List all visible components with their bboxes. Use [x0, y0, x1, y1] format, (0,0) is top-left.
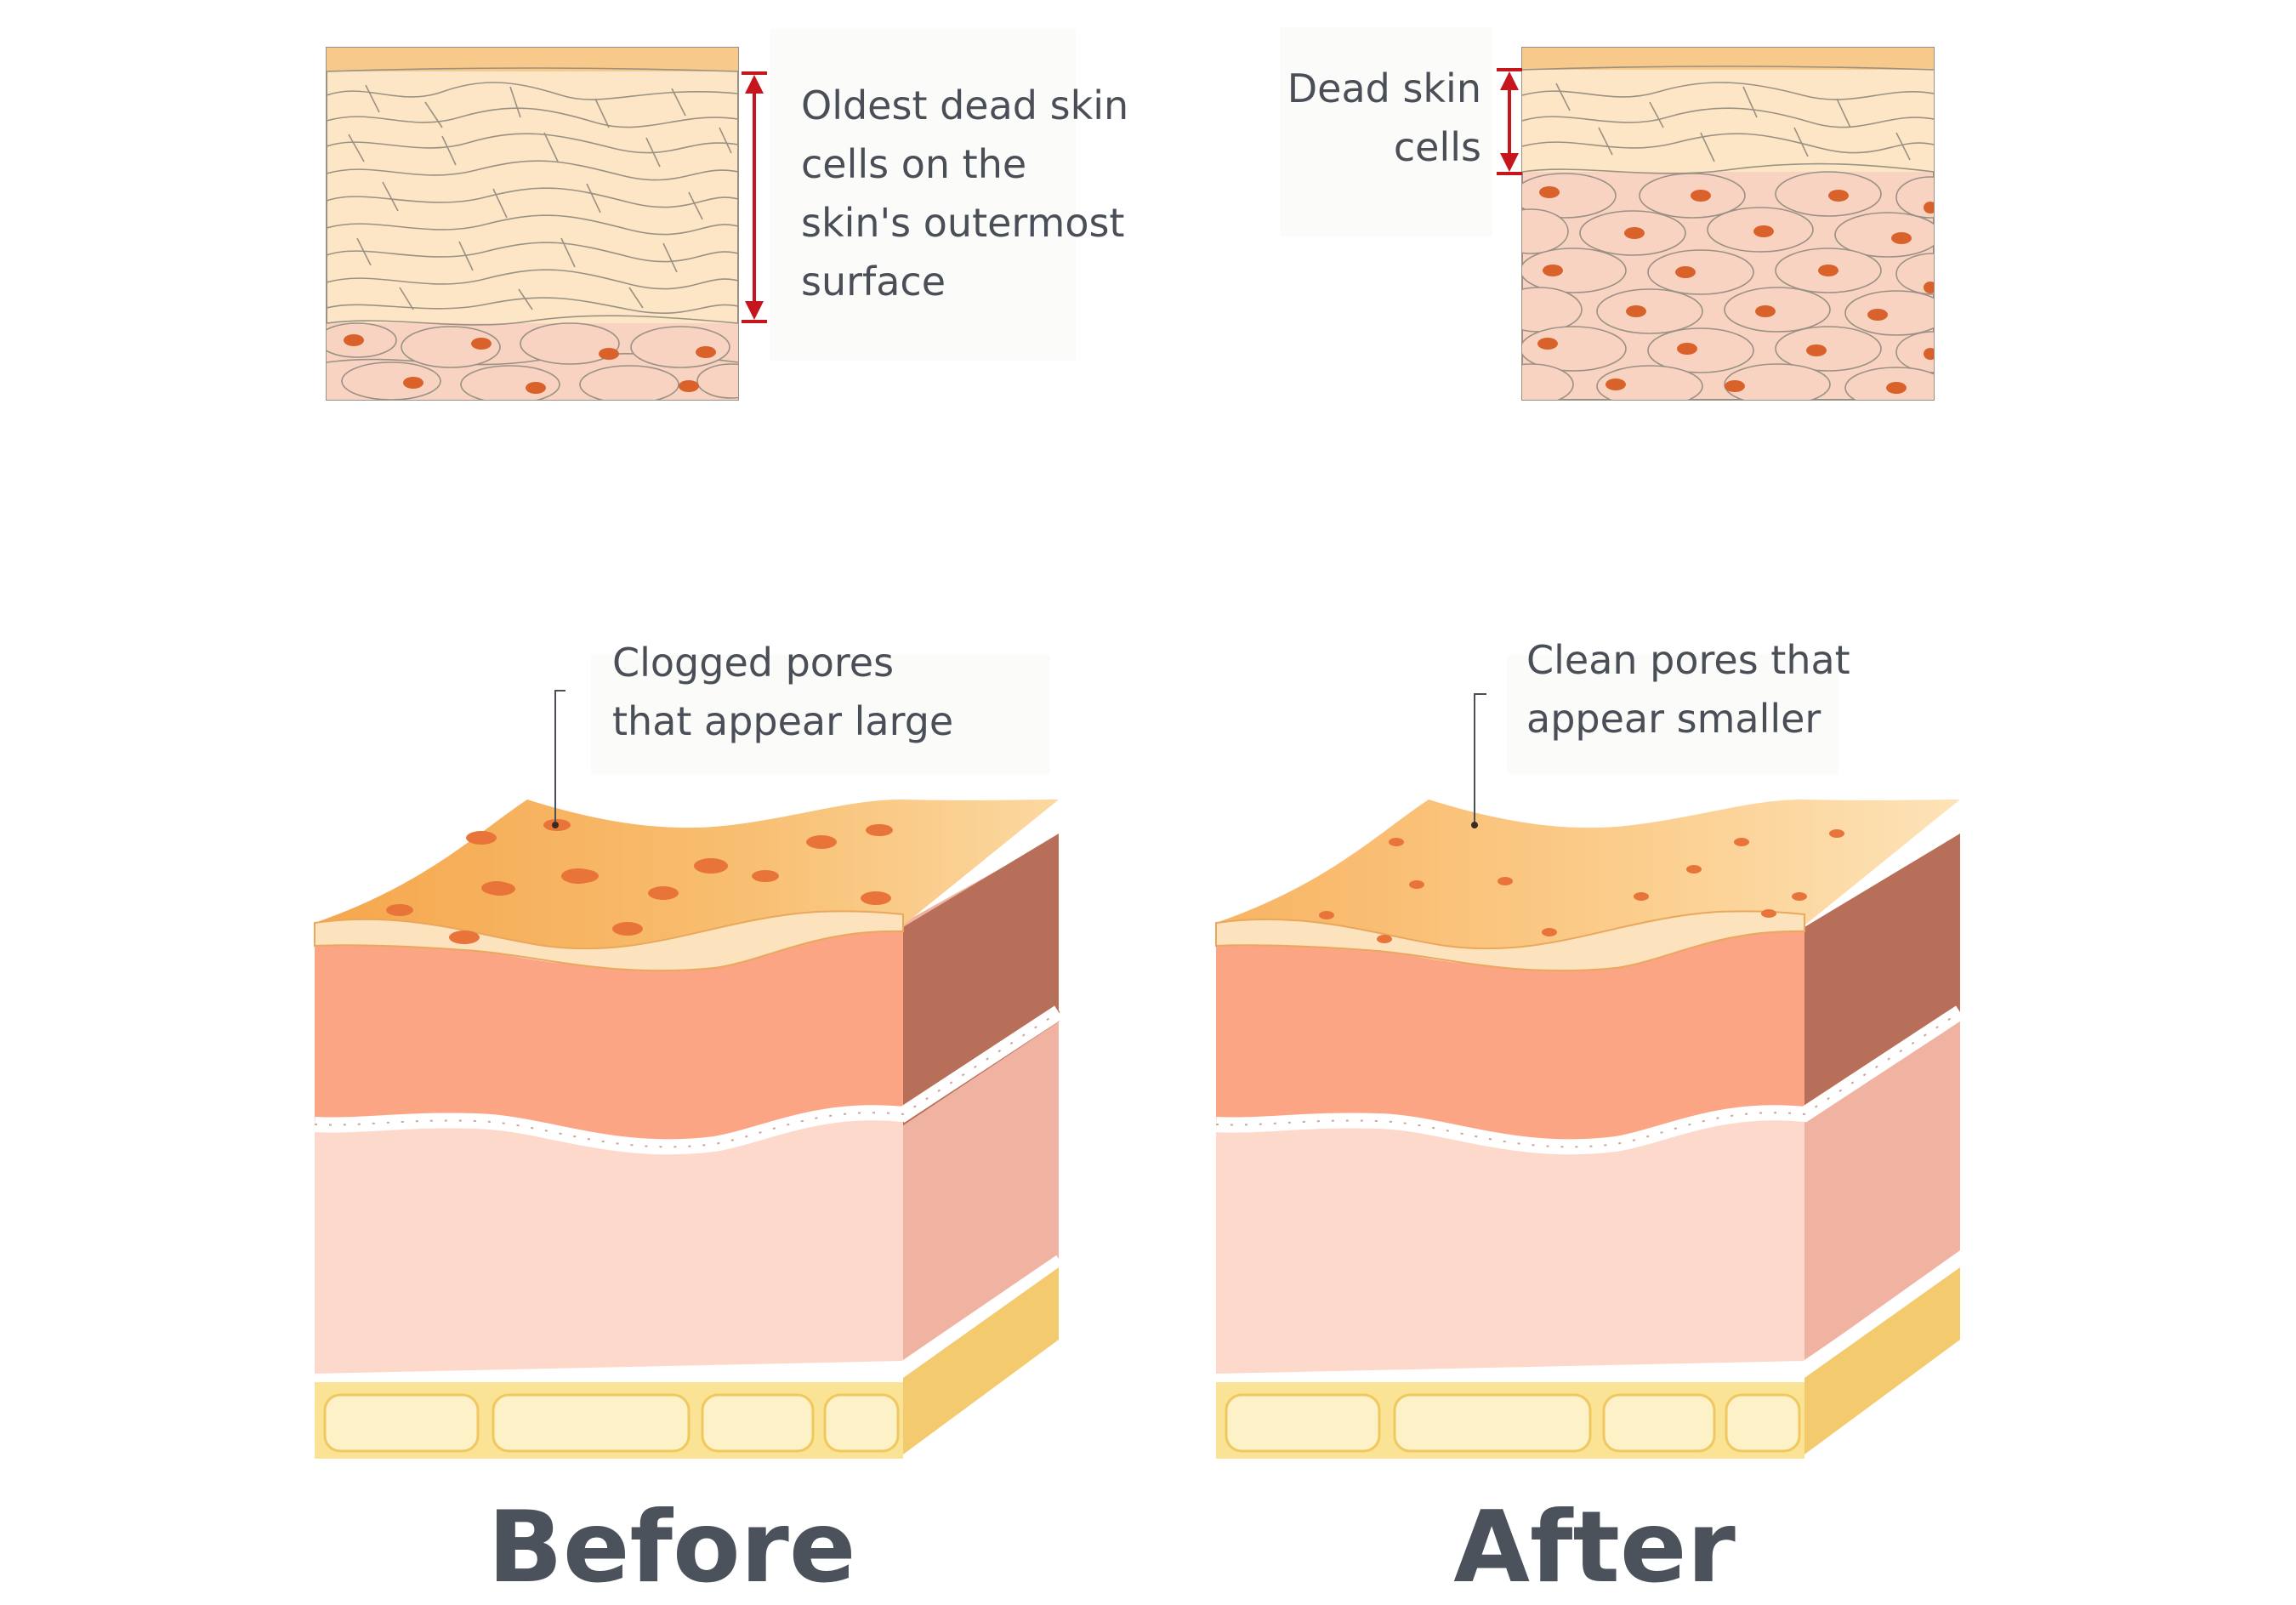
- label-box-clean: [1507, 655, 1839, 774]
- skin-block-after: [1215, 800, 1964, 1459]
- dead-cell-panel-after: [1521, 47, 1935, 401]
- caption-after: After: [1453, 1490, 1736, 1605]
- label-oldest-dead-skin-cells: Oldest dead skin cells on the skin's out…: [801, 83, 1129, 304]
- skin-block-before: [314, 800, 1063, 1459]
- label-clogged-pores: Clogged pores that appear large: [612, 640, 954, 744]
- label-dead-skin-cells: Dead skin cells: [1287, 65, 1481, 170]
- dead-cell-thickness-arrow: [742, 71, 767, 323]
- label-box-dead: [1280, 27, 1492, 236]
- clogged-pore-leader: [554, 690, 565, 822]
- label-clean-pores: Clean pores that appear smaller: [1526, 637, 1850, 742]
- label-box-oldest: [770, 29, 1076, 361]
- caption-before: Before: [487, 1490, 856, 1605]
- dead-cell-panel-before: [326, 47, 739, 401]
- dead-cell-thin-arrow: [1497, 68, 1522, 175]
- clean-pore-leader: [1474, 693, 1486, 822]
- label-box-clogged: [591, 655, 1050, 774]
